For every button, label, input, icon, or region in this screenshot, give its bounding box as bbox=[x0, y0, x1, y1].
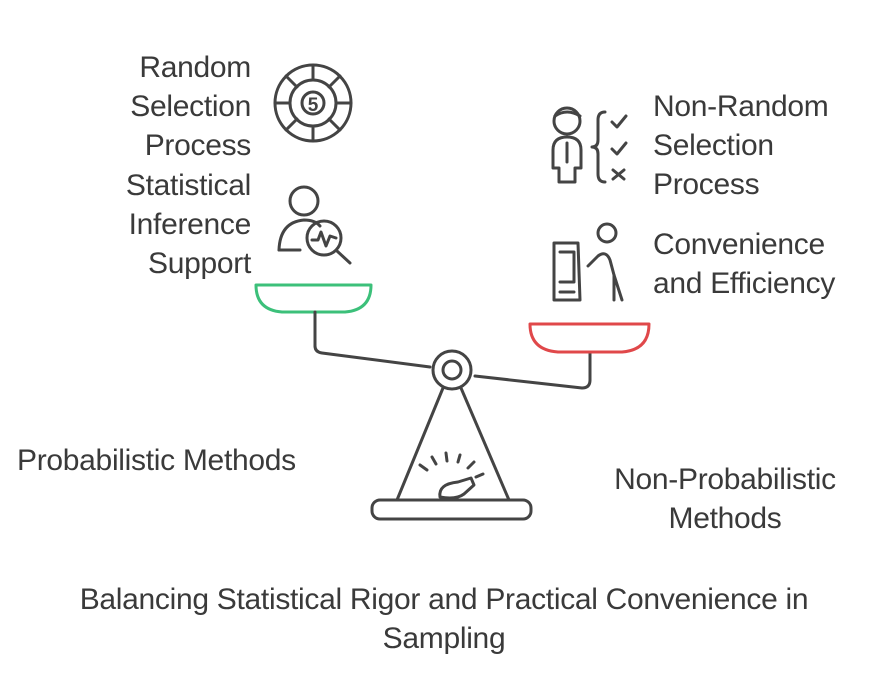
non-random-selection-label: Non-Random Selection Process bbox=[653, 90, 829, 201]
roulette-number: 5 bbox=[308, 95, 319, 116]
convenience-efficiency-label: Convenience and Efficiency bbox=[653, 228, 836, 300]
statistical-inference-label: Statistical Inference Support bbox=[125, 169, 251, 280]
non-probabilistic-methods-label: Non-Probabilistic Methods bbox=[614, 463, 836, 535]
roulette-icon bbox=[273, 63, 353, 143]
left-pan bbox=[254, 283, 373, 314]
scale-icon bbox=[370, 349, 533, 521]
checklist-person-icon bbox=[551, 106, 628, 184]
probabilistic-methods-label: Probabilistic Methods bbox=[17, 444, 296, 477]
right-pan bbox=[528, 322, 651, 354]
random-selection-label: Random Selection Process bbox=[130, 51, 251, 162]
analyst-icon bbox=[277, 185, 352, 265]
diagram-caption: Balancing Statistical Rigor and Practica… bbox=[79, 583, 809, 655]
vending-person-icon bbox=[552, 222, 624, 302]
